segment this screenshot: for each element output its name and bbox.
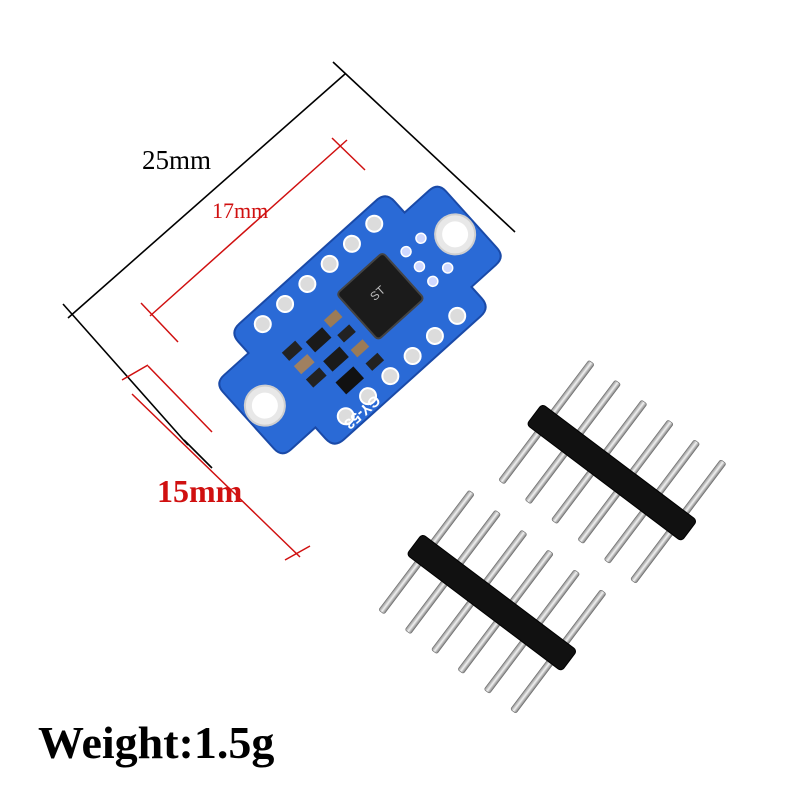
smd-components (281, 309, 385, 395)
pad-row-bottom (336, 306, 467, 426)
dimension-label-15mm: 15mm (157, 473, 243, 509)
sensor-chip (337, 253, 424, 340)
dimension-25mm-lines (62, 61, 516, 469)
mounting-hole-left (243, 384, 286, 427)
dimension-label-17mm: 17mm (212, 198, 269, 223)
pin-header-lower (379, 490, 606, 713)
vias (400, 232, 454, 288)
mounting-hole-right (434, 213, 477, 256)
dimension-label-25mm: 25mm (142, 145, 212, 175)
gy-53-sensor-board: ST GY-53 (218, 185, 502, 455)
header-plastic-upper (527, 404, 696, 541)
dimension-17mm-lines (140, 137, 366, 343)
header-plastic-lower (407, 534, 576, 671)
dimension-15mm-lines (121, 364, 311, 561)
pad-row-top (253, 214, 384, 334)
weight-label: Weight:1.5g (38, 717, 275, 768)
pin-header-upper (499, 360, 726, 583)
